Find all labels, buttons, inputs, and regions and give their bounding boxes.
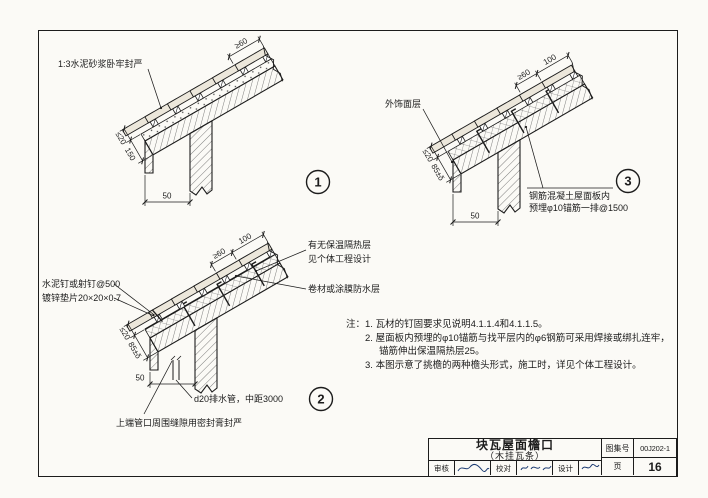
detail-1-number: 1	[314, 175, 321, 190]
d3-break-line	[571, 62, 593, 100]
atlas-number-value: 00J202-1	[640, 443, 670, 453]
d2-break-line	[266, 241, 288, 279]
d2-leader-insulation-text-1: 有无保温隔热层	[308, 239, 371, 250]
detail-2-drawing: ≥60 100 ≤20 85±δ 50 水泥钉或射钉@500 镀锌垫片20×20…	[42, 230, 380, 428]
d2-leader-washer-text: 镀锌垫片20×20×0.7	[42, 292, 121, 303]
d1-thickness-dimension	[119, 125, 153, 165]
d3-slope-dimension	[514, 51, 573, 93]
detail-3-drawing: ≥60 100 ≤20 85±δ 50 外饰面层 钢筋混凝土屋面板内 预埋φ10…	[385, 51, 641, 226]
reviewer-signature	[455, 461, 491, 475]
d2-leader-drain-text: d20排水管，中距3000	[194, 393, 283, 404]
d1-break-line	[262, 45, 283, 82]
d3-thickness-dimension	[426, 142, 461, 184]
note-line-3: 3. 本图示意了挑檐的两种檐头形式，施工时，详见个体工程设计。	[365, 359, 642, 371]
detail-1-drawing: ≥60 ≤20 150 50 1:3水泥砂浆卧牢封严 1	[58, 35, 331, 206]
d2-leader-nail-text: 水泥钉或射钉@500	[42, 278, 120, 289]
designer-signature	[579, 461, 601, 475]
detail-3-number: 3	[624, 174, 631, 189]
d1-roof-tiles	[121, 47, 269, 137]
d2-drain-pipe	[170, 355, 182, 380]
d2-dim-t2-text: 85±δ	[126, 340, 143, 360]
d3-dim-slope2-text: 100	[542, 52, 559, 67]
d2-drain-leader-line	[175, 379, 193, 399]
designer-signature-icon	[581, 463, 600, 470]
d1-leader-mortar-text: 1:3水泥砂浆卧牢封严	[58, 58, 143, 69]
page-number: 16	[648, 459, 662, 474]
d2-insulation-leader-dot	[254, 269, 258, 273]
atlas-number-label: 图集号	[602, 439, 634, 457]
d2-thickness-dimension	[123, 320, 158, 362]
d2-insulation-leader-line	[255, 249, 307, 272]
d1-leader-line	[147, 68, 162, 109]
d1-mortar-layer	[140, 58, 276, 142]
d1-dim-overhang-text: 50	[163, 192, 172, 201]
d1-leader-dot	[159, 106, 163, 110]
d2-dim-overhang-text: 50	[136, 374, 145, 383]
title-block-right: 图集号 00J202-1 页 16	[601, 439, 676, 475]
d2-dim-slope2-text: 100	[237, 231, 254, 246]
detail-1-badge: 1	[305, 169, 331, 195]
d2-nail-leader-dot	[152, 313, 155, 317]
d1-wall	[189, 119, 213, 196]
note-line-1: 1. 瓦材的钉固要求见说明4.1.1.4和4.1.1.5。	[365, 319, 548, 330]
d1-overhang-dimension	[142, 175, 193, 206]
d1-batten-hatch	[152, 53, 269, 128]
detail-2-badge: 2	[308, 386, 334, 412]
d3-overhang-dimension	[450, 194, 501, 226]
drawing-frame	[38, 30, 678, 477]
d2-nail-leader-lines	[113, 283, 155, 317]
detail-3-badge: 3	[615, 168, 641, 194]
d2-seal-leader-line	[143, 360, 173, 415]
d3-batten-hatch	[459, 71, 576, 145]
d3-dim-overhang-text: 50	[471, 212, 480, 221]
d3-leader-anchor-text-1: 钢筋混凝土屋面板内	[529, 190, 610, 201]
reviewer-signature-icon	[457, 463, 489, 473]
d2-leader-membrane-text: 卷材或涂膜防水层	[308, 283, 380, 294]
d3-anchor-leader-line	[525, 126, 613, 189]
page-label: 页	[602, 458, 634, 475]
designer-label: 设计	[553, 461, 579, 475]
d3-eave-fascia	[452, 157, 462, 193]
checker-signature-icon	[520, 465, 551, 471]
d2-batten-hatch	[156, 249, 273, 323]
sheet-title: 块瓦屋面檐口	[475, 437, 554, 452]
sheet-title-cell: 块瓦屋面檐口 （木挂瓦条）	[429, 439, 601, 461]
d2-slope-dimension	[209, 230, 268, 272]
checker-label: 校对	[491, 461, 517, 475]
notes-label: 注：	[346, 319, 366, 330]
d2-membrane-leader-line	[235, 275, 307, 290]
d3-dim-slope1-text: ≥60	[516, 67, 532, 82]
d2-roof-section: ≥60 100 ≤20 85±δ	[118, 230, 289, 362]
d2-leader-insulation-text-2: 见个体工程设计	[308, 253, 371, 264]
detail-2-number: 2	[317, 392, 324, 407]
d1-eave-fascia	[144, 138, 154, 174]
d3-wall	[497, 138, 521, 214]
d2-membrane-leader-dot	[234, 274, 238, 278]
d3-leader-finish-text: 外饰面层	[385, 98, 421, 109]
note-line-2b: 锚筋伸出保温隔热层25。	[379, 346, 485, 357]
d2-roof-tiles	[125, 242, 273, 332]
note-line-2: 2. 屋面板内预埋的φ10锚筋与找平层内的φ6钢筋可采用焊接或绑扎连牢，	[365, 332, 670, 344]
d2-eave-gutter	[149, 335, 159, 371]
notes-block: 注： 1. 瓦材的钉固要求见说明4.1.1.4和4.1.1.5。 2. 屋面板内…	[346, 318, 674, 372]
signature-row: 审核 校对 设计	[429, 461, 601, 475]
d3-dim-t2-text: 85±δ	[429, 162, 446, 182]
d3-finish-leader-line	[422, 108, 453, 163]
d2-dim-slope1-text: ≥60	[211, 246, 227, 261]
d3-roof-tiles	[428, 64, 576, 154]
title-block: 块瓦屋面檐口 （木挂瓦条） 审核 校对 设计	[428, 438, 677, 477]
d3-anchor-leader-dot	[524, 125, 528, 129]
checker-signature	[517, 461, 553, 475]
d2-wall	[194, 316, 218, 394]
d3-leader-anchor-text-2: 预埋φ10锚筋一排@1500	[529, 202, 628, 213]
d1-roof-section: ≥60 ≤20 150	[114, 35, 284, 165]
d1-slope-dimension	[227, 35, 264, 64]
d2-overhang-dimension	[147, 372, 198, 388]
reviewer-label: 审核	[429, 461, 455, 475]
sheet-subtitle: （木挂瓦条）	[484, 450, 545, 461]
d3-finish-leader-dot	[450, 160, 454, 164]
d1-dim-slope-text: ≥60	[233, 36, 249, 51]
d2-fixing-nail	[151, 309, 163, 322]
d2-leader-seal-text: 上端管口周围缝隙用密封膏封严	[116, 417, 242, 428]
